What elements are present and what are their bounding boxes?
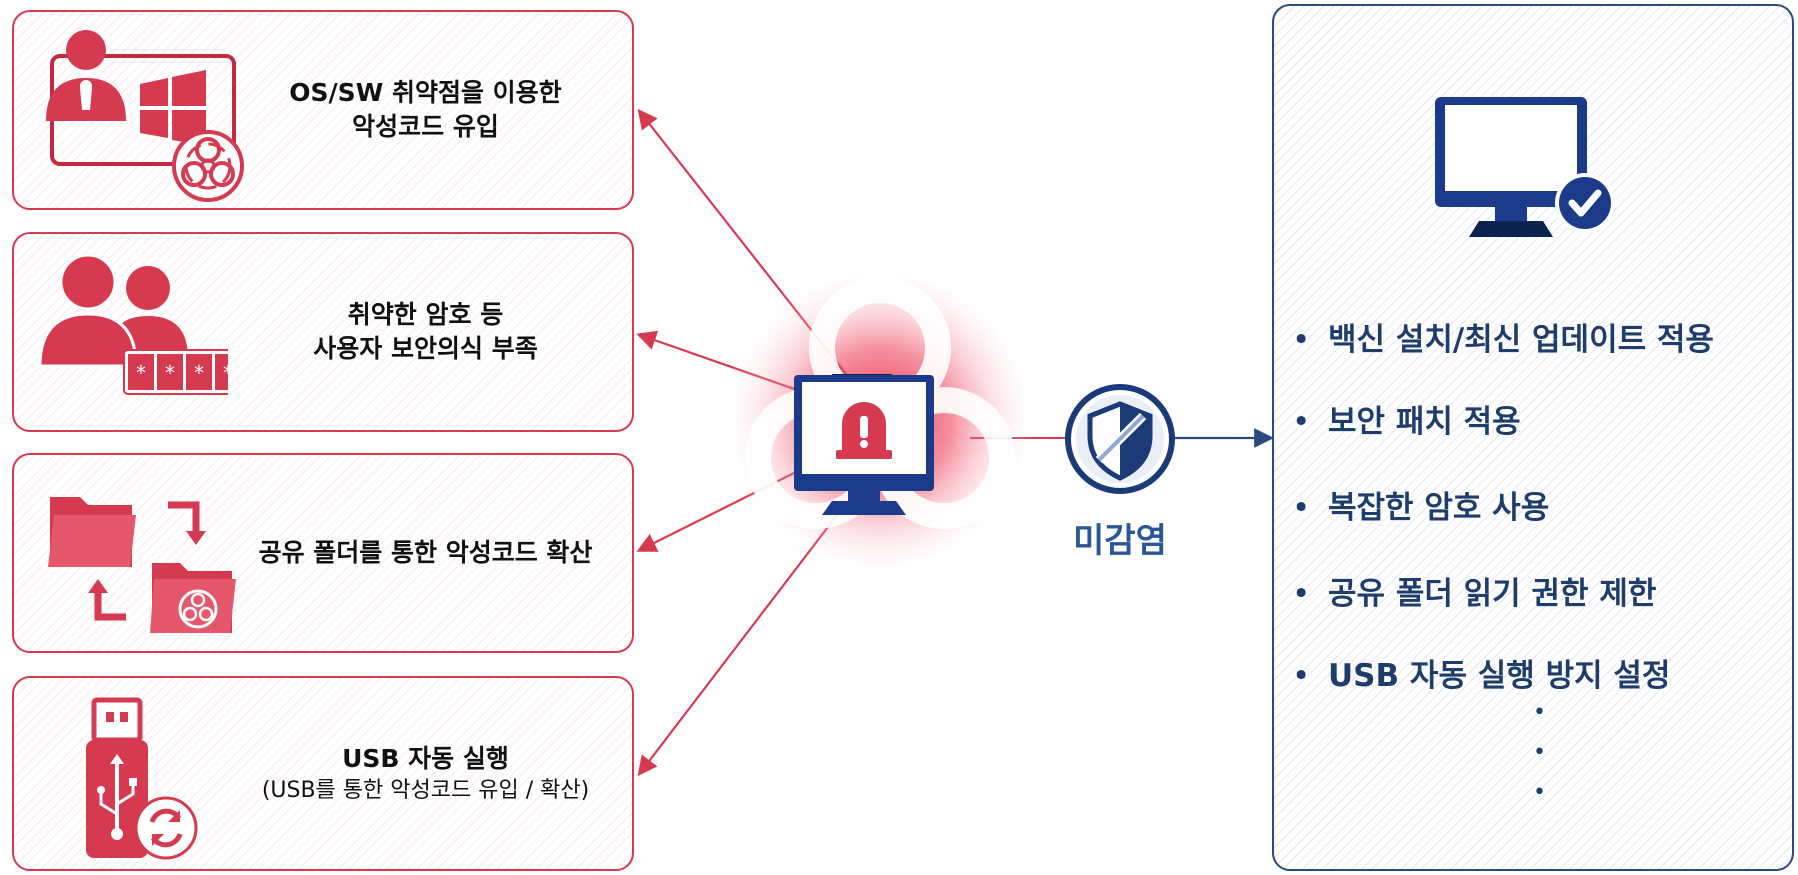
threat-text-3: 공유 폴더를 통한 악성코드 확산 xyxy=(229,455,622,651)
svg-text:*: * xyxy=(136,361,146,385)
list-item: • 공유 폴더 읽기 권한 제한 xyxy=(1292,568,1656,613)
bullet: • xyxy=(1292,404,1311,440)
bullet: • xyxy=(1292,322,1311,358)
threat-box-usb-autorun: USB 자동 실행 (USB를 통한 악성코드 유입 / 확산) xyxy=(12,676,634,871)
threat-subtitle: (USB를 통한 악성코드 유입 / 확산) xyxy=(261,777,590,803)
user-windows-biohazard-icon xyxy=(28,26,248,206)
measure-text: 공유 폴더 읽기 권한 제한 xyxy=(1328,576,1657,612)
measures-panel: • 백신 설치/최신 업데이트 적용 • 보안 패치 적용 • 복잡한 암호 사용 •… xyxy=(1272,4,1794,871)
bullet: • xyxy=(1292,490,1311,526)
threat-box-shared-folder: 공유 폴더를 통한 악성코드 확산 xyxy=(12,453,634,653)
bullet: • xyxy=(1292,576,1311,612)
users-password-icon: * * * * xyxy=(28,248,245,402)
list-item: • 보안 패치 적용 xyxy=(1292,396,1521,441)
shield-icon xyxy=(1063,382,1177,500)
threat-title-line: 사용자 보안의식 부족 xyxy=(313,334,538,363)
continuation-dot: • xyxy=(1533,780,1546,805)
folder-transfer-biohazard-icon xyxy=(28,469,248,653)
threat-box-weak-password: * * * * 취약한 암호 등 사용자 보안의식 부족 xyxy=(12,232,634,432)
continuation-dot: • xyxy=(1533,700,1546,725)
svg-text:*: * xyxy=(165,361,175,385)
usb-refresh-icon xyxy=(28,692,228,871)
threat-text-1: OS/SW 취약점을 이용한 악성코드 유입 xyxy=(229,12,622,208)
measure-text: 백신 설치/최신 업데이트 적용 xyxy=(1328,322,1714,358)
threat-title-line: 공유 폴더를 통한 악성코드 확산 xyxy=(258,538,593,568)
infected-monitor-alert-icon xyxy=(720,250,1040,594)
status-label: 미감염 xyxy=(1073,521,1167,561)
bullet: • xyxy=(1292,658,1311,694)
monitor-check-icon xyxy=(1429,91,1639,245)
threat-title-line: OS/SW 취약점을 이용한 xyxy=(289,78,562,108)
threat-text-4: USB 자동 실행 (USB를 통한 악성코드 유입 / 확산) xyxy=(229,678,622,869)
svg-text:*: * xyxy=(194,361,204,385)
threat-title-line: USB 자동 실행 xyxy=(342,743,509,773)
measure-text: USB 자동 실행 방지 설정 xyxy=(1328,658,1671,694)
list-item: • USB 자동 실행 방지 설정 xyxy=(1292,650,1670,695)
list-item: • 백신 설치/최신 업데이트 적용 xyxy=(1292,314,1714,359)
threat-text-2: 취약한 암호 등 사용자 보안의식 부족 xyxy=(229,234,622,430)
svg-text:*: * xyxy=(223,361,228,385)
measure-text: 복잡한 암호 사용 xyxy=(1328,490,1550,526)
threat-title-line: 악성코드 유입 xyxy=(352,112,499,141)
list-item: • 복잡한 암호 사용 xyxy=(1292,482,1549,527)
threat-box-os-vulnerability: OS/SW 취약점을 이용한 악성코드 유입 xyxy=(12,10,634,210)
measure-text: 보안 패치 적용 xyxy=(1328,404,1521,440)
threat-title-line: 취약한 암호 등 xyxy=(347,300,504,330)
continuation-dot: • xyxy=(1533,740,1546,765)
